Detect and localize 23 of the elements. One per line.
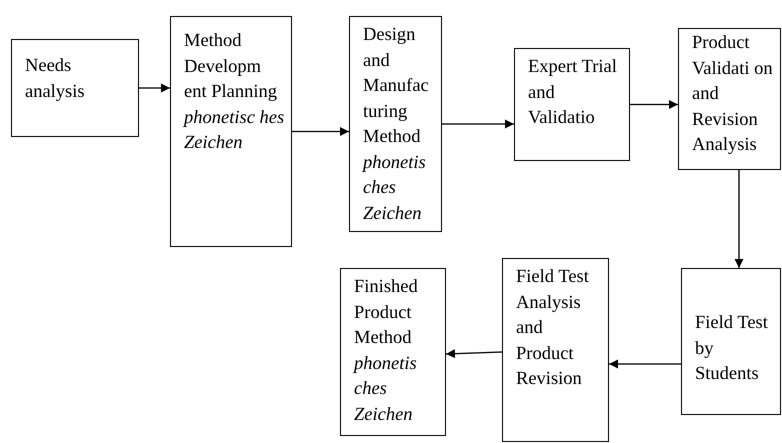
process-box xyxy=(170,16,292,247)
box-label: Expert Trial and Validatio xyxy=(528,56,618,130)
box-label: Product Validati on and Revision Analysis xyxy=(692,32,774,157)
box-label: Field Test by Students xyxy=(695,312,769,386)
arrow xyxy=(139,84,170,92)
box-label: Design and Manufac turing Method phonetis ches Zeichen xyxy=(363,24,430,226)
process-box xyxy=(502,258,609,442)
process-box xyxy=(681,268,781,415)
process-box xyxy=(678,28,781,170)
process-box xyxy=(340,268,446,436)
arrow xyxy=(292,127,349,136)
arrow xyxy=(446,349,502,358)
box-label: Method Developm ent Planning phonetisc hes Zeichen xyxy=(184,30,285,155)
arrow xyxy=(630,100,678,109)
process-box xyxy=(349,16,442,232)
box-label: Needs analysis xyxy=(25,55,86,104)
box-label: Field Test Analysis and Product Revision xyxy=(516,266,590,391)
arrow xyxy=(609,360,681,368)
arrow xyxy=(442,120,514,128)
process-box xyxy=(514,48,630,161)
box-label: Finished Product Method phonetis ches Zeichen xyxy=(354,276,419,426)
arrow xyxy=(734,170,744,268)
process-box xyxy=(11,39,139,137)
